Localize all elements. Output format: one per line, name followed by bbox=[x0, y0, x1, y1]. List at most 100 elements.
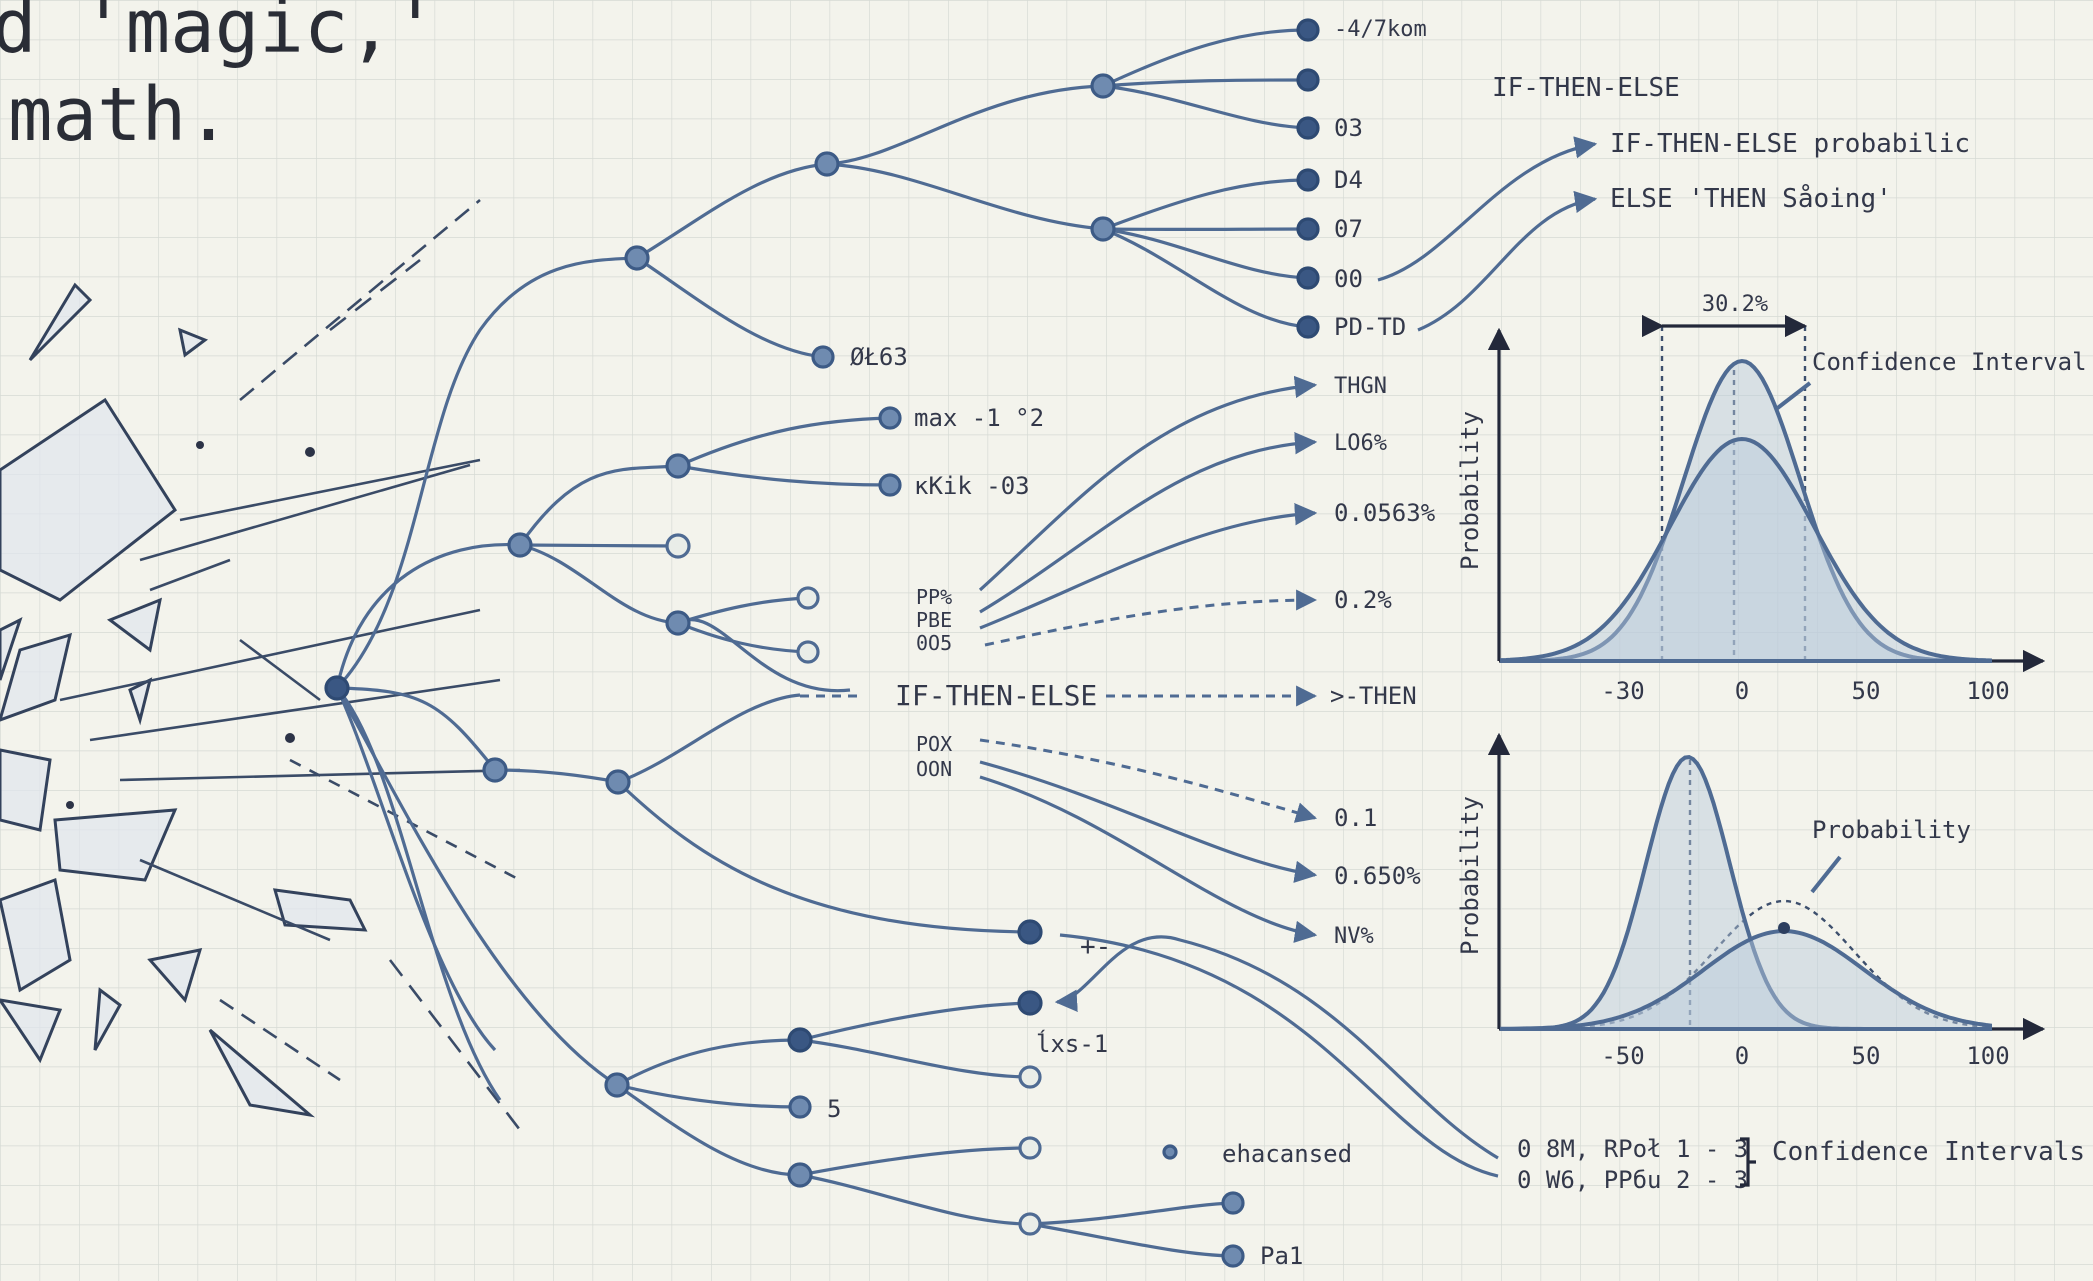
tree-node bbox=[787, 1162, 813, 1188]
tree-node bbox=[507, 532, 533, 558]
label-out6: 0.650% bbox=[1334, 862, 1421, 890]
tree-node bbox=[605, 769, 631, 795]
rule-1: IF-THEN-ELSE probabilic bbox=[1610, 129, 1970, 159]
label-ifthen: IF-THEN-ELSE bbox=[895, 679, 1097, 712]
label-low-plus: +- bbox=[1080, 932, 1111, 962]
label-top6: PD-TD bbox=[1334, 313, 1406, 341]
tree-node bbox=[1090, 73, 1116, 99]
leaf-node bbox=[1018, 1136, 1042, 1160]
leaf-node bbox=[1018, 1212, 1042, 1236]
label-low-pa: Pa1 bbox=[1260, 1242, 1303, 1270]
tree-node bbox=[665, 610, 691, 636]
confidence-intervals-legend: 0 8M, RPoł 1 - 3 0 W6, PPбu 2 - 3 Confid… bbox=[1517, 1135, 2085, 1194]
chart2-callout-line bbox=[1810, 855, 1842, 894]
label-pox2: OON bbox=[916, 757, 952, 781]
chart1-series-1 bbox=[1500, 358, 1990, 663]
chart1-xtick: 0 bbox=[1735, 677, 1749, 705]
chart1-callout-line bbox=[1773, 381, 1812, 412]
tree-node bbox=[814, 151, 840, 177]
leaf-node bbox=[878, 473, 902, 497]
tree-nodes bbox=[324, 18, 1320, 1268]
leaf-node bbox=[1162, 1144, 1178, 1160]
tree-node bbox=[1017, 990, 1043, 1016]
label-then-out: >-THEN bbox=[1330, 682, 1417, 710]
leaf-node bbox=[1296, 168, 1320, 192]
chart1-series-2 bbox=[1500, 436, 1992, 663]
chart-2: Probability Probability -50 0 50 100 bbox=[1456, 732, 2046, 1070]
chart2-xtick: -50 bbox=[1601, 1042, 1644, 1070]
chart1-ylabel: Probability bbox=[1456, 411, 1484, 570]
label-out1: THGN bbox=[1334, 374, 1387, 399]
label-out5: 0.1 bbox=[1334, 804, 1377, 832]
tree-node bbox=[665, 533, 691, 559]
leaf-node bbox=[1296, 315, 1320, 339]
confidence-bracket bbox=[1740, 1137, 1756, 1187]
chart2-xtick: 0 bbox=[1735, 1042, 1749, 1070]
chart1-annotation: Confidence Interval bbox=[1812, 348, 2087, 376]
leaf-node bbox=[878, 406, 902, 430]
tree-edges bbox=[335, 28, 1309, 1258]
leaf-node bbox=[796, 640, 820, 664]
label-pp3: 0O5 bbox=[916, 631, 952, 655]
label-mid2: max -1 °2 bbox=[914, 404, 1044, 432]
label-low-5: 5 bbox=[827, 1095, 841, 1123]
leaf-node bbox=[1296, 116, 1320, 140]
rules-panel: IF-THEN-ELSE IF-THEN-ELSE probabilic ELS… bbox=[1492, 73, 1970, 214]
leaf-node bbox=[1296, 68, 1320, 92]
label-low-enh: ehacansed bbox=[1222, 1140, 1352, 1168]
chart2-dotted-curve bbox=[1559, 899, 1991, 1030]
leaf-node bbox=[1296, 266, 1320, 290]
chart2-xtick: 100 bbox=[1966, 1042, 2009, 1070]
label-out7: NV% bbox=[1334, 924, 1374, 949]
shattered-glass bbox=[0, 282, 368, 1118]
chart2-ylabel: Probability bbox=[1456, 796, 1484, 955]
chart1-xtick: -30 bbox=[1601, 677, 1644, 705]
leaf-node bbox=[1221, 1191, 1245, 1215]
tree-node bbox=[1017, 919, 1043, 945]
leaf-node bbox=[1296, 18, 1320, 42]
confidence-line1: 0 8M, RPoł 1 - 3 bbox=[1517, 1135, 1748, 1163]
tree-node bbox=[624, 245, 650, 271]
chart2-series-2 bbox=[1500, 929, 1992, 1031]
arrow-edges bbox=[677, 136, 1598, 1178]
label-top1: -4/7kom bbox=[1334, 17, 1427, 42]
tree-node bbox=[604, 1072, 630, 1098]
speed-lines bbox=[59, 199, 522, 1131]
label-mid1: ØŁ63 bbox=[850, 343, 908, 371]
chart1-xtick: 100 bbox=[1966, 677, 2009, 705]
chart1-width-label: 30.2% bbox=[1702, 292, 1768, 317]
label-mid3: ĸKik -03 bbox=[914, 472, 1030, 500]
label-pp1: PP% bbox=[916, 585, 952, 609]
confidence-label: Confidence Intervals bbox=[1772, 1137, 2085, 1167]
leaf-node bbox=[1296, 217, 1320, 241]
leaf-node bbox=[796, 586, 820, 610]
headline-line1: d 'magic,' bbox=[0, 0, 438, 70]
tree-node bbox=[482, 757, 508, 783]
label-pox1: POX bbox=[916, 732, 952, 756]
label-low-x: ĺxs-1 bbox=[1036, 1029, 1108, 1058]
rules-title: IF-THEN-ELSE bbox=[1492, 73, 1680, 103]
confidence-line2: 0 W6, PPбu 2 - 3 bbox=[1517, 1166, 1748, 1194]
label-out4: 0.2% bbox=[1334, 586, 1392, 614]
chart-1: 30.2% Confidence Interval Probability -3… bbox=[1456, 292, 2087, 705]
tree-node bbox=[1090, 216, 1116, 242]
label-out2: LO6% bbox=[1334, 431, 1387, 456]
label-pp2: PBE bbox=[916, 608, 952, 632]
label-top4: 07 bbox=[1334, 215, 1363, 243]
label-top5: 00 bbox=[1334, 265, 1363, 293]
headline-line2: math. bbox=[8, 72, 231, 158]
tree-node bbox=[665, 453, 691, 479]
leaf-node bbox=[1018, 1065, 1042, 1089]
leaf-node bbox=[1221, 1244, 1245, 1268]
label-top2: 03 bbox=[1334, 114, 1363, 142]
tree-node bbox=[787, 1027, 813, 1053]
label-out3: 0.0563% bbox=[1334, 499, 1436, 527]
chart1-xtick: 50 bbox=[1852, 677, 1881, 705]
chart2-peak-marker bbox=[1778, 922, 1790, 934]
leaf-node bbox=[788, 1095, 812, 1119]
chart2-annotation: Probability bbox=[1812, 816, 1971, 844]
tree-labels: -4/7kom 03 D4 07 00 PD-TD ØŁ63 max -1 °2… bbox=[827, 17, 1436, 1270]
